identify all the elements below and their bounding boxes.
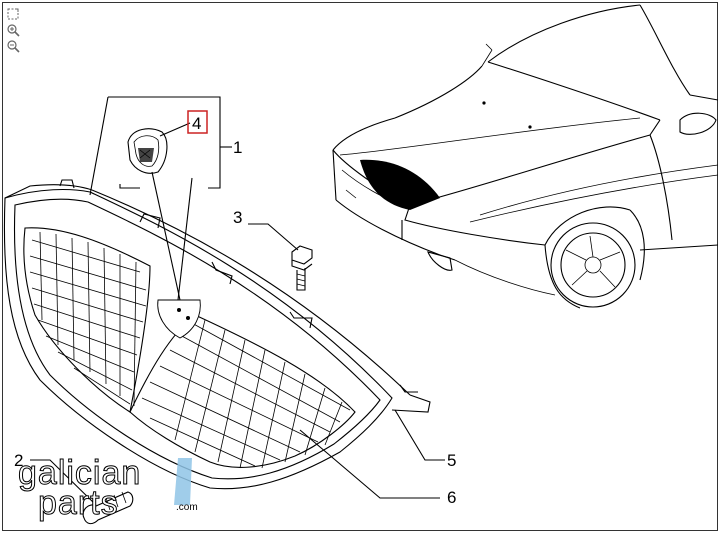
watermark-line1: galician	[18, 454, 141, 492]
screw-part-2	[82, 491, 134, 525]
badge-part-4	[127, 128, 168, 174]
car-illustration	[332, 4, 719, 309]
zoom-in-icon[interactable]	[6, 23, 20, 37]
callout-3[interactable]: 3	[233, 208, 242, 227]
watermark-line2: parts	[38, 484, 119, 522]
zoom-toolbar	[6, 7, 22, 55]
callout-2[interactable]: 2	[14, 451, 23, 470]
zoom-out-icon[interactable]	[6, 39, 20, 53]
grille-mesh-right	[141, 319, 351, 469]
watermark-suffix: .com	[176, 502, 198, 513]
callout-6[interactable]: 6	[447, 488, 456, 507]
watermark-accent-shape	[174, 458, 192, 505]
bolt-part-3	[291, 245, 313, 291]
callout-4-highlight	[187, 110, 208, 134]
grille-mesh-left	[29, 231, 147, 407]
callout-1[interactable]: 1	[233, 138, 242, 157]
fit-to-page-icon[interactable]	[6, 7, 20, 21]
callout-5[interactable]: 5	[447, 451, 456, 470]
grille-assembly	[3, 179, 431, 490]
callout-4[interactable]: 4	[192, 114, 201, 133]
galicianparts-watermark: galician parts .com	[18, 454, 198, 523]
leader-lines	[30, 96, 445, 506]
